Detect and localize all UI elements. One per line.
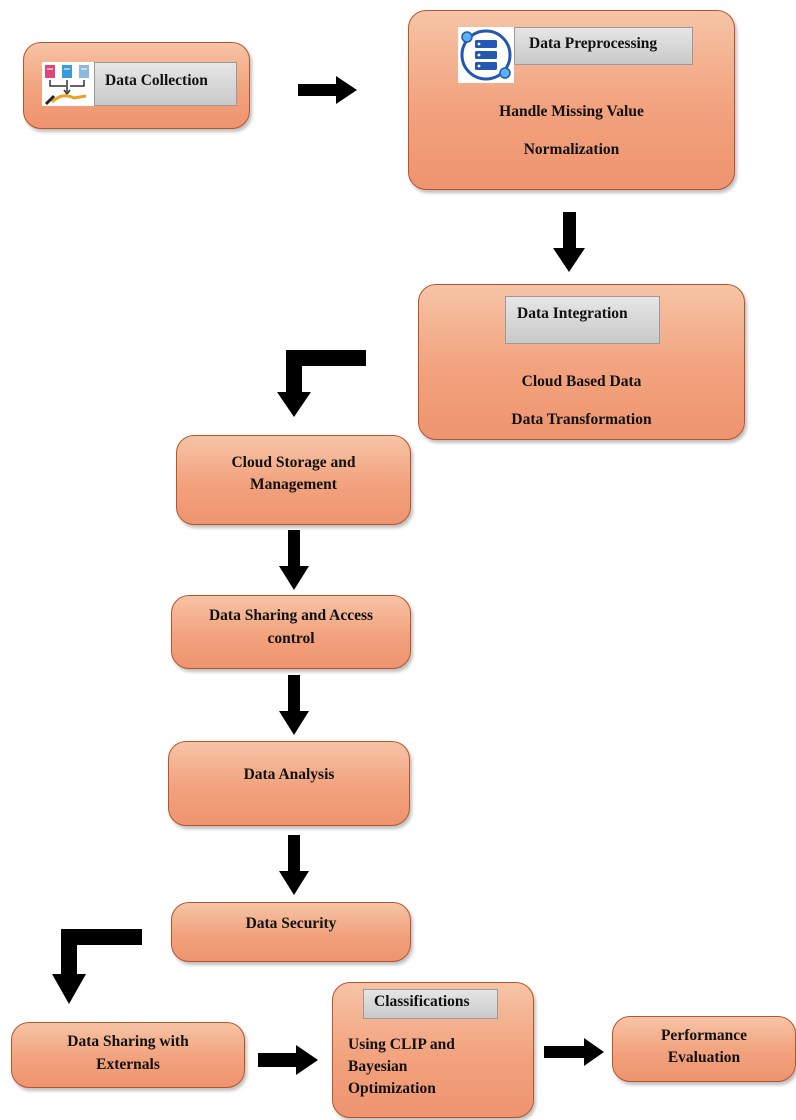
data-sharing-access-line2: control — [267, 630, 315, 647]
data-analysis-node — [168, 741, 410, 826]
data-collection-icon — [42, 62, 94, 106]
classifications-label: Classifications — [374, 993, 470, 1010]
cloud-based-data-text: Cloud Based Data — [521, 373, 642, 390]
arrow-sharing-to-analysis — [279, 675, 309, 735]
data-security-label: Data Security — [245, 915, 337, 932]
handle-missing-value-text: Handle Missing Value — [499, 103, 644, 120]
arrow-classifications-to-performance — [544, 1038, 604, 1066]
classifications-header: Classifications — [363, 989, 498, 1019]
performance-evaluation-line1: Performance — [660, 1027, 748, 1044]
classifications-line2: Bayesian — [348, 1058, 408, 1075]
data-security-node — [171, 902, 411, 962]
data-sharing-externals-line1: Data Sharing with — [67, 1033, 189, 1050]
arrow-integration-to-cloud-storage — [277, 350, 366, 417]
data-transformation-text: Data Transformation — [511, 411, 652, 428]
data-integration-label: Data Integration — [517, 305, 628, 322]
classifications-line1: Using CLIP and — [348, 1036, 455, 1053]
server-gear-icon — [458, 27, 514, 83]
arrow-cloud-storage-to-sharing — [279, 530, 309, 590]
normalization-text: Normalization — [523, 141, 620, 158]
classifications-line3: Optimization — [348, 1080, 436, 1097]
arrow-externals-to-classifications — [258, 1045, 318, 1075]
arrow-collection-to-preprocessing — [298, 76, 357, 104]
cloud-storage-line2: Management — [250, 476, 337, 493]
performance-evaluation-line2: Evaluation — [667, 1049, 741, 1066]
data-sharing-access-line1: Data Sharing and Access — [208, 607, 374, 624]
data-preprocessing-header: Data Preprocessing — [514, 27, 693, 65]
data-sharing-externals-line2: Externals — [96, 1056, 160, 1073]
arrow-preprocessing-to-integration — [553, 212, 585, 272]
data-analysis-label: Data Analysis — [243, 766, 335, 783]
data-integration-header: Data Integration — [505, 296, 660, 344]
arrow-analysis-to-security — [279, 835, 309, 895]
performance-evaluation-node — [612, 1016, 796, 1082]
data-sharing-externals-node — [11, 1022, 245, 1088]
data-preprocessing-label: Data Preprocessing — [529, 35, 658, 52]
arrow-security-to-externals — [52, 929, 142, 1004]
data-collection-header: Data Collection — [94, 62, 237, 106]
data-sharing-access-node — [171, 595, 411, 669]
data-collection-label: Data Collection — [105, 72, 208, 89]
cloud-storage-line1: Cloud Storage and — [231, 454, 356, 471]
cloud-storage-node — [176, 435, 411, 525]
